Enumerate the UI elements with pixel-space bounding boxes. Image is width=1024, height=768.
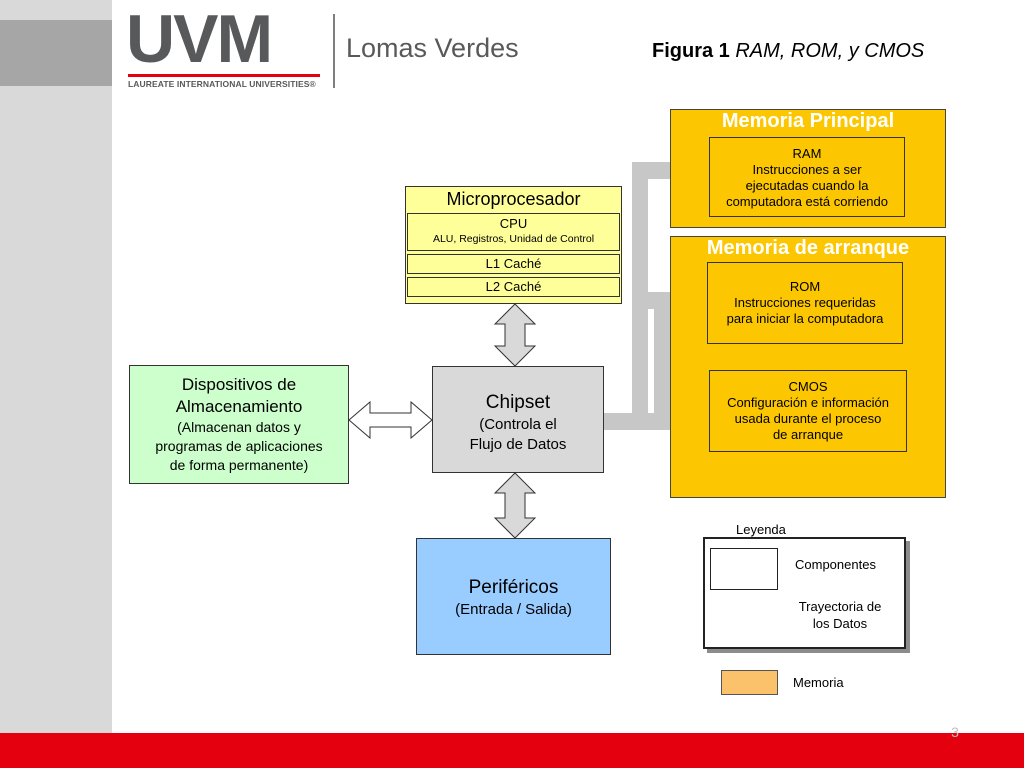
cpu-box: CPU ALU, Registros, Unidad de Control — [407, 213, 620, 251]
figure-caption: RAM, ROM, y CMOS — [735, 40, 925, 62]
campus-name: Lomas Verdes — [346, 33, 519, 63]
l1-cache-label: L1 Caché — [485, 256, 542, 271]
peripherals-box: Periféricos (Entrada / Salida) — [416, 538, 611, 655]
legend-path-line-2: los Datos — [812, 616, 868, 631]
legend-path-line-1: Trayectoria de — [798, 599, 882, 614]
legend-component-swatch — [710, 548, 778, 590]
ram-line-2: ejecutadas cuando la — [745, 178, 869, 193]
cmos-line-1: Configuración e información — [727, 395, 889, 410]
microprocessor-title: Microprocesador — [446, 189, 581, 209]
sidebar-band — [0, 0, 112, 768]
storage-box: Dispositivos de Almacenamiento (Almacena… — [129, 365, 349, 484]
l2-cache-box: L2 Caché — [407, 277, 620, 297]
storage-line-2: Almacenamiento — [175, 397, 303, 416]
legend-memory-label: Memoria — [793, 675, 844, 690]
storage-line-1: Dispositivos de — [181, 375, 297, 394]
arrow-storage-chipset — [348, 400, 433, 440]
legend-title: Leyenda — [730, 522, 792, 537]
sidebar-tab — [0, 20, 112, 86]
cpu-title: CPU — [499, 216, 528, 231]
rom-line-2: para iniciar la computadora — [726, 311, 884, 326]
ram-title: RAM — [792, 146, 822, 161]
peripherals-subtitle: (Entrada / Salida) — [455, 601, 572, 618]
cmos-title: CMOS — [788, 379, 828, 394]
ram-line-3: computadora está corriendo — [726, 194, 888, 209]
peripherals-title: Periféricos — [468, 577, 559, 598]
storage-line-3: (Almacenan datos y — [177, 419, 301, 435]
main-memory-title: Memoria Principal — [721, 110, 895, 132]
ram-box: RAM Instrucciones a ser ejecutadas cuand… — [709, 137, 905, 217]
page-number: 3 — [951, 724, 959, 740]
chipset-box: Chipset (Controla el Flujo de Datos — [432, 366, 604, 473]
legend-components-label: Componentes — [795, 557, 876, 572]
ram-line-1: Instrucciones a ser — [752, 162, 862, 177]
arrow-cpu-chipset — [493, 303, 537, 367]
chipset-line-2: Flujo de Datos — [469, 436, 567, 453]
uvm-logo: UVM — [126, 1, 273, 77]
rom-title: ROM — [789, 279, 821, 294]
cmos-line-2: usada durante el proceso — [734, 411, 882, 426]
figure-title: Figura 1 RAM, ROM, y CMOS — [652, 40, 924, 63]
connector-inner-vertical — [654, 292, 670, 417]
boot-memory-title: Memoria de arranque — [706, 237, 910, 259]
logo-red-line — [128, 74, 320, 77]
cmos-line-3: de arranque — [772, 427, 844, 442]
legend-memory-swatch — [721, 670, 778, 695]
logo-divider — [333, 14, 335, 88]
cpu-detail: ALU, Registros, Unidad de Control — [432, 233, 595, 245]
rom-line-1: Instrucciones requeridas — [734, 295, 876, 310]
arrow-chipset-peripherals — [493, 472, 537, 539]
storage-line-5: de forma permanente) — [169, 457, 309, 473]
footer-band — [0, 733, 1024, 768]
l1-cache-box: L1 Caché — [407, 254, 620, 274]
storage-line-4: programas de aplicaciones — [155, 438, 323, 454]
chipset-line-1: (Controla el — [479, 416, 557, 433]
rom-box: ROM Instrucciones requeridas para inicia… — [707, 262, 903, 344]
logo-subtext: LAUREATE INTERNATIONAL UNIVERSITIES® — [128, 79, 316, 89]
figure-label: Figura 1 — [652, 40, 730, 62]
chipset-title: Chipset — [485, 392, 551, 413]
l2-cache-label: L2 Caché — [485, 279, 542, 294]
legend-path-label: Trayectoria de los Datos — [788, 598, 892, 632]
cmos-box: CMOS Configuración e información usada d… — [709, 370, 907, 452]
